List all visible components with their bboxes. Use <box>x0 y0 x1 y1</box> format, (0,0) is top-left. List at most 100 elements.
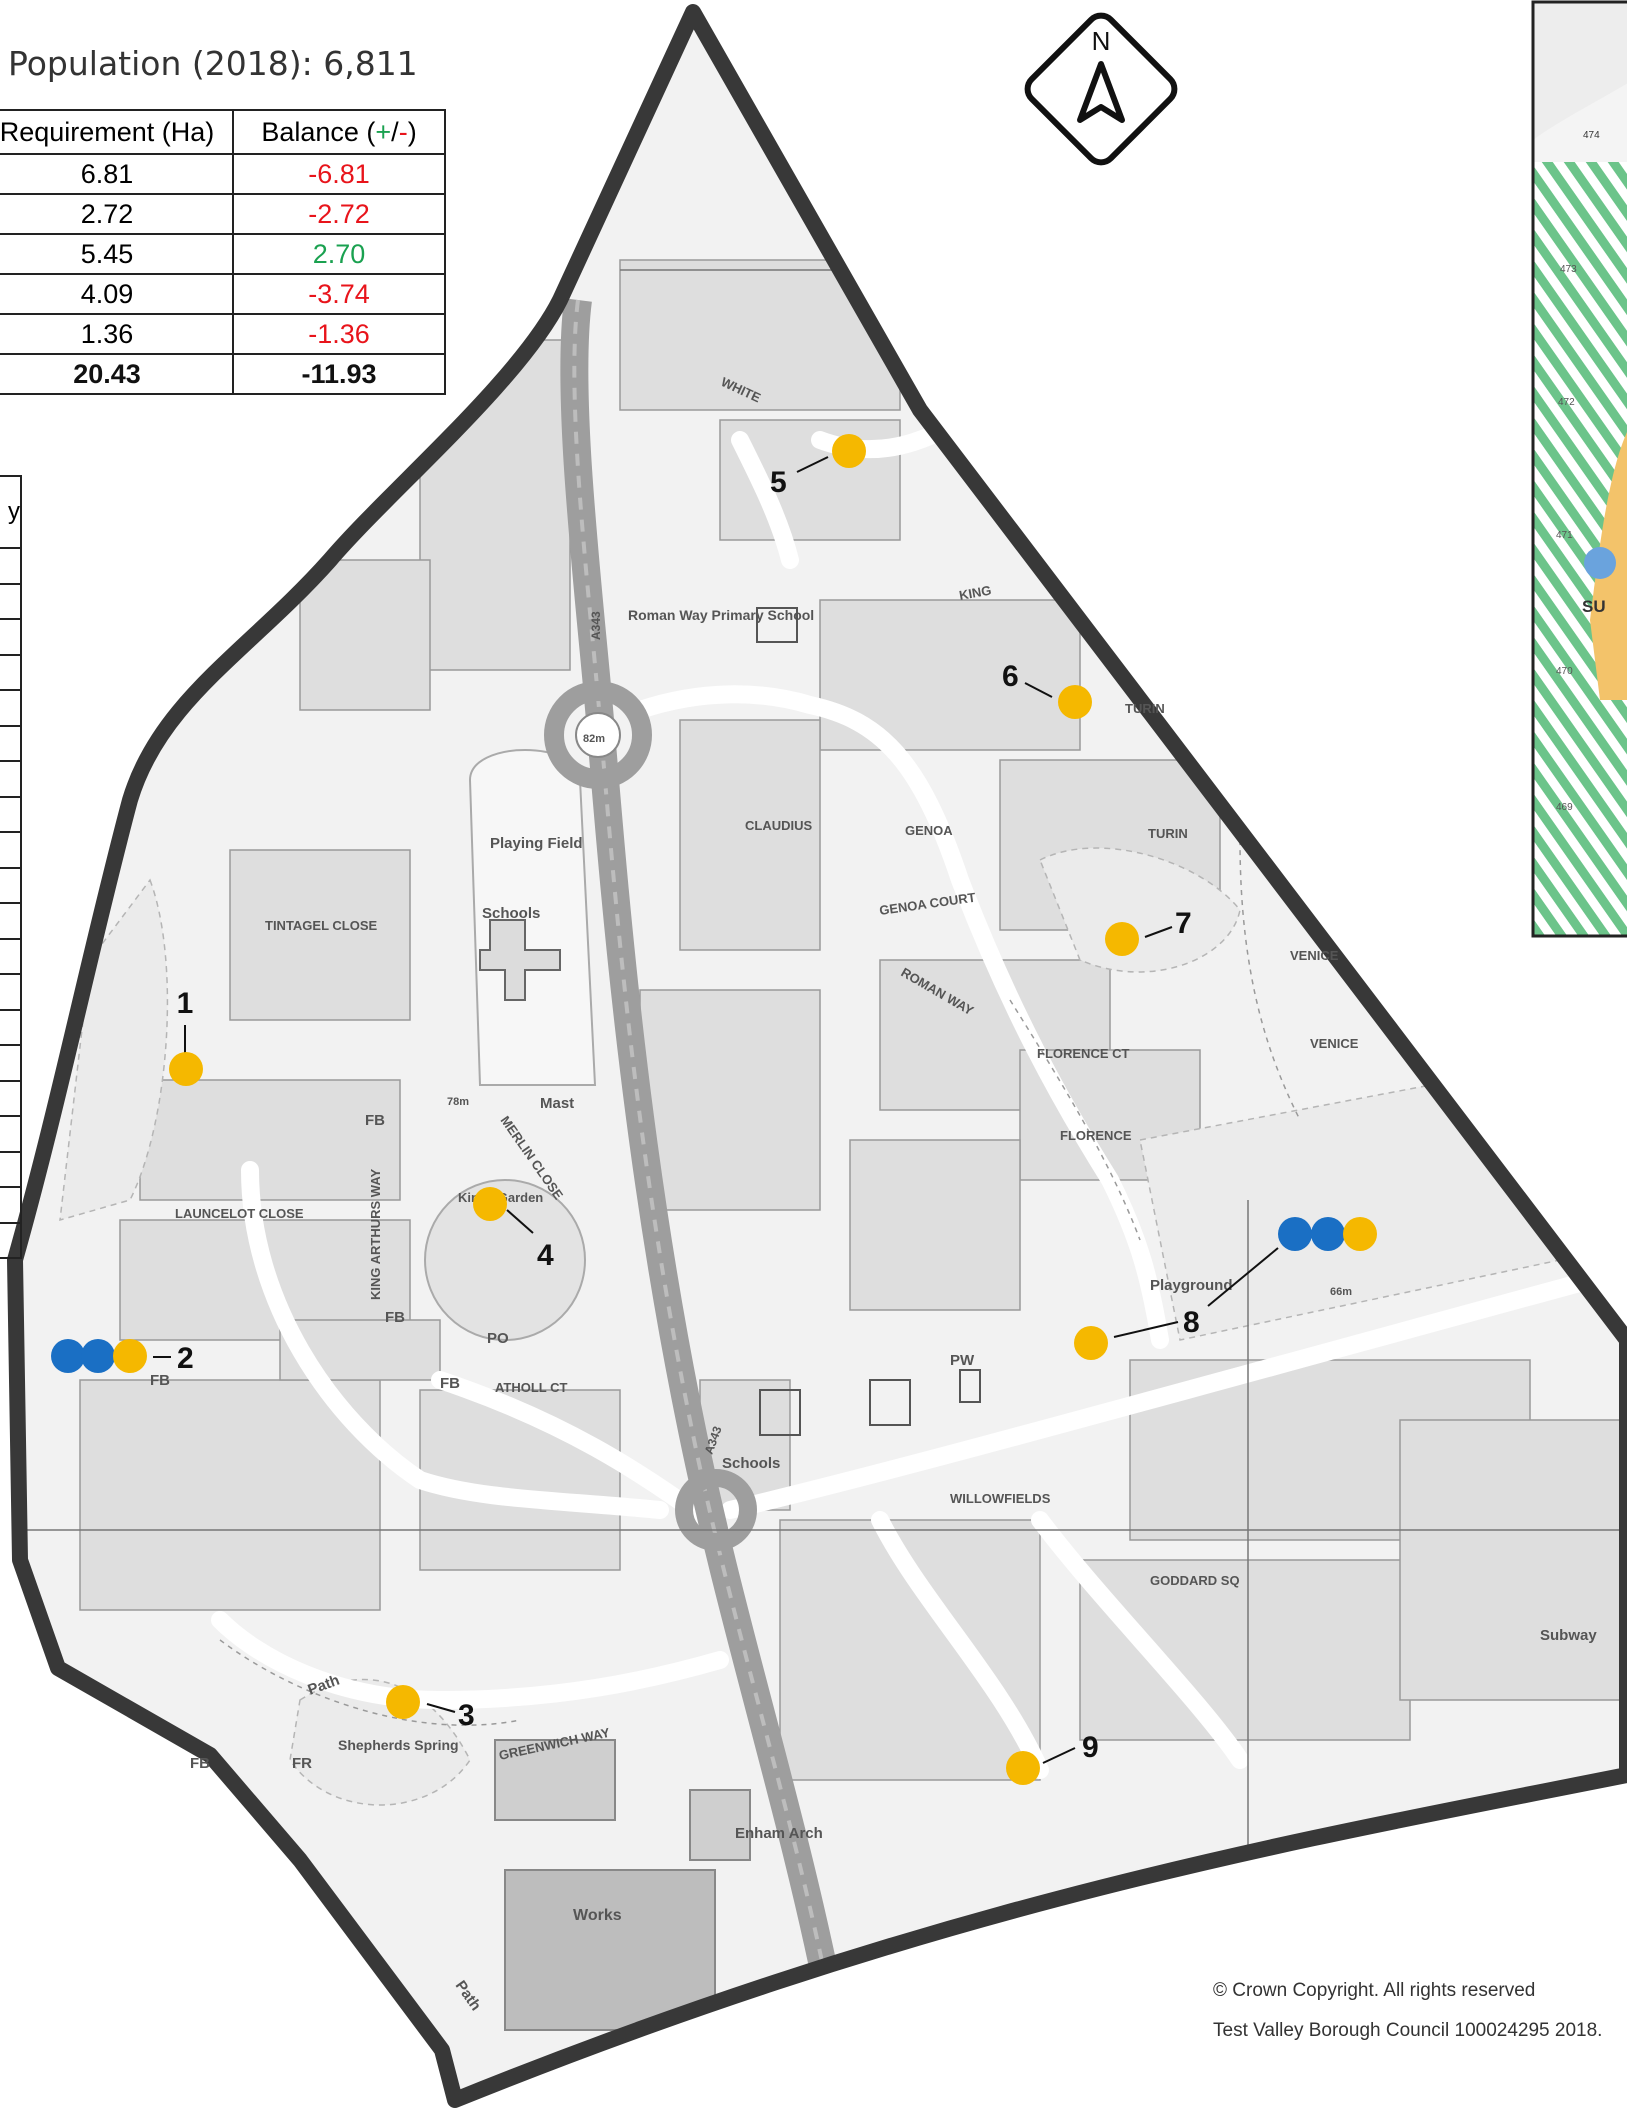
balance-cell: -3.74 <box>232 273 446 315</box>
side-table-row <box>0 582 22 620</box>
label-turin: TURIN <box>1125 701 1165 716</box>
label-works: Works <box>573 1907 622 1924</box>
site-8-allotment-dot-south <box>1074 1326 1108 1360</box>
grid-469: 469 <box>1556 802 1573 813</box>
balance-cell: 2.70 <box>232 233 446 275</box>
copyright-line-2: Test Valley Borough Council 100024295 20… <box>1213 2020 1603 2041</box>
side-table-cell <box>0 1044 22 1082</box>
table-row: 5.45 2.70 <box>0 233 446 275</box>
side-table-row <box>0 902 22 940</box>
side-table-row <box>0 1115 22 1153</box>
label-playing-field: Playing Field <box>490 835 583 852</box>
ward-boundary <box>7 4 1627 2108</box>
side-table-cell <box>0 937 22 975</box>
requirement-cell: 5.45 <box>0 233 234 275</box>
label-venice: VENICE <box>1290 948 1339 963</box>
inset-map: 474 473 472 471 470 469 SU <box>1531 0 1627 938</box>
label-florence: FLORENCE <box>1060 1128 1132 1143</box>
label-mast: Mast <box>540 1095 574 1112</box>
site-2-play-dot-2 <box>81 1339 115 1373</box>
copyright-line-1: © Crown Copyright. All rights reserved <box>1213 1980 1536 2001</box>
label-fb-2: FB <box>440 1375 460 1392</box>
site-8-allotment-dot <box>1343 1217 1377 1251</box>
inset-play-dot <box>1584 547 1616 579</box>
requirement-table: Requirement (Ha) Balance (+/-) 6.81 -6.8… <box>0 109 446 395</box>
side-table-cell <box>0 1186 22 1224</box>
side-table-cell <box>0 1115 22 1153</box>
side-table-header: y <box>0 475 22 549</box>
site-label-9: 9 <box>1082 1731 1099 1764</box>
site-label-7: 7 <box>1175 907 1192 940</box>
site-3-allotment-dot <box>386 1685 420 1719</box>
requirement-cell: 2.72 <box>0 193 234 235</box>
base-map <box>15 259 1627 2100</box>
side-table-cell <box>0 973 22 1011</box>
label-launcelot-close: LAUNCELOT CLOSE <box>175 1206 304 1221</box>
grid-471: 471 <box>1556 530 1573 541</box>
roundabout-south <box>675 1469 757 1551</box>
side-table-cell <box>0 689 22 727</box>
header-balance-minus: - <box>398 116 408 147</box>
site-2-allotment-dot <box>113 1339 147 1373</box>
side-table-cell <box>0 618 22 656</box>
label-genoa: GENOA <box>905 823 953 838</box>
site-2-play-dot-1 <box>51 1339 85 1373</box>
header-balance-slash: / <box>391 116 399 147</box>
population-title: Population (2018): 6,811 <box>8 44 418 83</box>
requirement-cell: 6.81 <box>0 153 234 195</box>
side-table-row <box>0 866 22 904</box>
label-venice-2: VENICE <box>1310 1036 1359 1051</box>
header-balance-prefix: Balance ( <box>261 116 376 147</box>
grid-474: 474 <box>1583 130 1600 141</box>
table-row: 6.81 -6.81 <box>0 153 446 195</box>
site-label-1: 1 <box>177 987 194 1020</box>
label-schools-1: Schools <box>482 905 540 922</box>
site-markers: 1 2 3 4 5 6 7 8 9 <box>51 434 1377 1785</box>
table-total-row: 20.43 -11.93 <box>0 353 446 395</box>
north-label: N <box>1092 26 1111 56</box>
side-table-row <box>0 1186 22 1224</box>
grid-473: 473 <box>1560 264 1577 275</box>
balance-cell: -2.72 <box>232 193 446 235</box>
site-label-3: 3 <box>458 1699 475 1732</box>
side-table-cell <box>0 1079 22 1117</box>
label-shepherds-spring: Shepherds Spring <box>338 1737 459 1753</box>
label-height-82: 82m <box>583 733 605 745</box>
side-table-row <box>0 1150 22 1188</box>
site-label-6: 6 <box>1002 660 1019 693</box>
side-table-row <box>0 547 22 585</box>
label-schools-2: Schools <box>722 1455 780 1472</box>
side-table-row <box>0 1008 22 1046</box>
label-atholl-ct: ATHOLL CT <box>495 1380 568 1395</box>
side-table-row <box>0 795 22 833</box>
inset-su-label: SU <box>1582 597 1606 616</box>
side-table-cell <box>0 1221 22 1259</box>
side-table-row <box>0 831 22 869</box>
label-fb-1: FB <box>385 1309 405 1326</box>
label-height-78: 78m <box>447 1096 469 1108</box>
label-king-arthurs-way: KING ARTHURS WAY <box>368 1168 383 1300</box>
site-label-8: 8 <box>1183 1306 1200 1339</box>
label-road-a343: A343 <box>589 611 603 640</box>
site-8-play-dot-1 <box>1278 1217 1312 1251</box>
label-claudius: CLAUDIUS <box>745 818 812 833</box>
label-po: PO <box>487 1330 509 1347</box>
label-florence-ct: FLORENCE CT <box>1037 1046 1130 1061</box>
side-table-cell <box>0 831 22 869</box>
side-table-body <box>0 547 22 1259</box>
requirement-cell: 1.36 <box>0 313 234 355</box>
side-table-row <box>0 973 22 1011</box>
balance-cell: -6.81 <box>232 153 446 195</box>
side-table-cell <box>0 760 22 798</box>
label-playground: Playground <box>1150 1277 1233 1294</box>
header-balance: Balance (+/-) <box>232 109 446 155</box>
side-table-cell <box>0 1008 22 1046</box>
label-tintagel-close: TINTAGEL CLOSE <box>265 918 378 933</box>
side-table-cell <box>0 795 22 833</box>
label-height-66: 66m <box>1330 1286 1352 1298</box>
side-table-row <box>0 689 22 727</box>
side-table-cell <box>0 724 22 762</box>
table-row: 2.72 -2.72 <box>0 193 446 235</box>
north-arrow: N <box>1024 12 1178 166</box>
label-willowfields: WILLOWFIELDS <box>950 1491 1051 1506</box>
